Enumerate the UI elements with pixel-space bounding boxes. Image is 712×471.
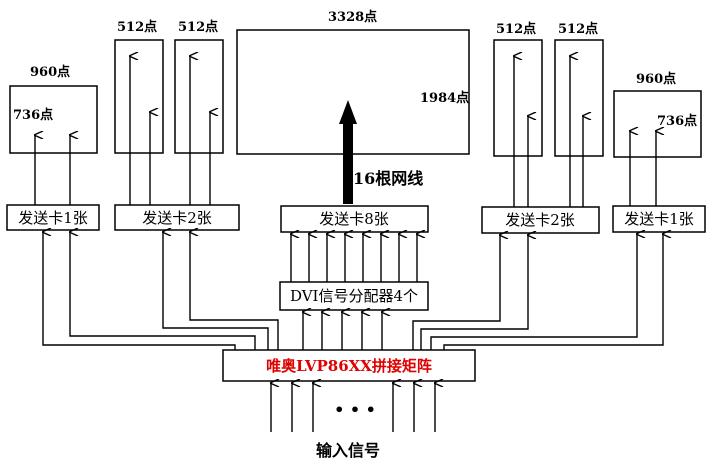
cable-bundle-arrowhead [339,100,357,124]
sender-label-1: 发送卡1张 [18,209,88,227]
screen-right-small-height: 736点 [657,113,697,129]
sender-label-8: 发送卡8张 [319,210,389,228]
sender-box-8 [280,205,429,233]
screen-right-tall-b [554,39,604,157]
input-ellipsis: • • • [334,400,376,419]
sender-label-1-right: 发送卡1张 [624,210,694,228]
matrix-box [222,349,476,382]
matrix-label: 唯奥LVP86XX拼接矩阵 [266,357,432,375]
screen-left-small-height: 736点 [13,107,53,123]
cable-label: 16根网线 [353,169,423,188]
sender-box-1-right [612,205,706,233]
sender-label-2-left: 发送卡2张 [142,209,212,227]
input-signal-label: 输入信号 [316,441,380,460]
screen-left-tall-b-width: 512点 [178,19,218,35]
sender-label-2-right: 发送卡2张 [505,211,575,229]
screen-left-tall-a-width: 512点 [117,19,157,35]
screen-left-small [9,85,98,154]
screen-right-tall-a [493,39,543,157]
screen-right-small-width: 960点 [636,71,676,87]
splitter-box [279,281,429,311]
screen-center-width: 3328点 [328,9,377,25]
screen-right-tall-b-width: 512点 [558,21,598,37]
screen-left-tall-b [174,39,224,154]
screen-center-height: 1984点 [420,90,469,106]
sender-box-2-left [114,204,240,231]
screen-left-small-width: 960点 [30,64,70,80]
sender-box-1 [6,204,100,231]
connector-lines [35,56,663,432]
cable-bundle-shaft [343,120,353,204]
screen-right-small [613,90,702,158]
screen-left-tall-a [114,39,164,154]
sender-box-2-right [481,206,600,234]
splitter-label: DVI信号分配器4个 [290,287,418,305]
screen-right-tall-a-width: 512点 [496,21,536,37]
